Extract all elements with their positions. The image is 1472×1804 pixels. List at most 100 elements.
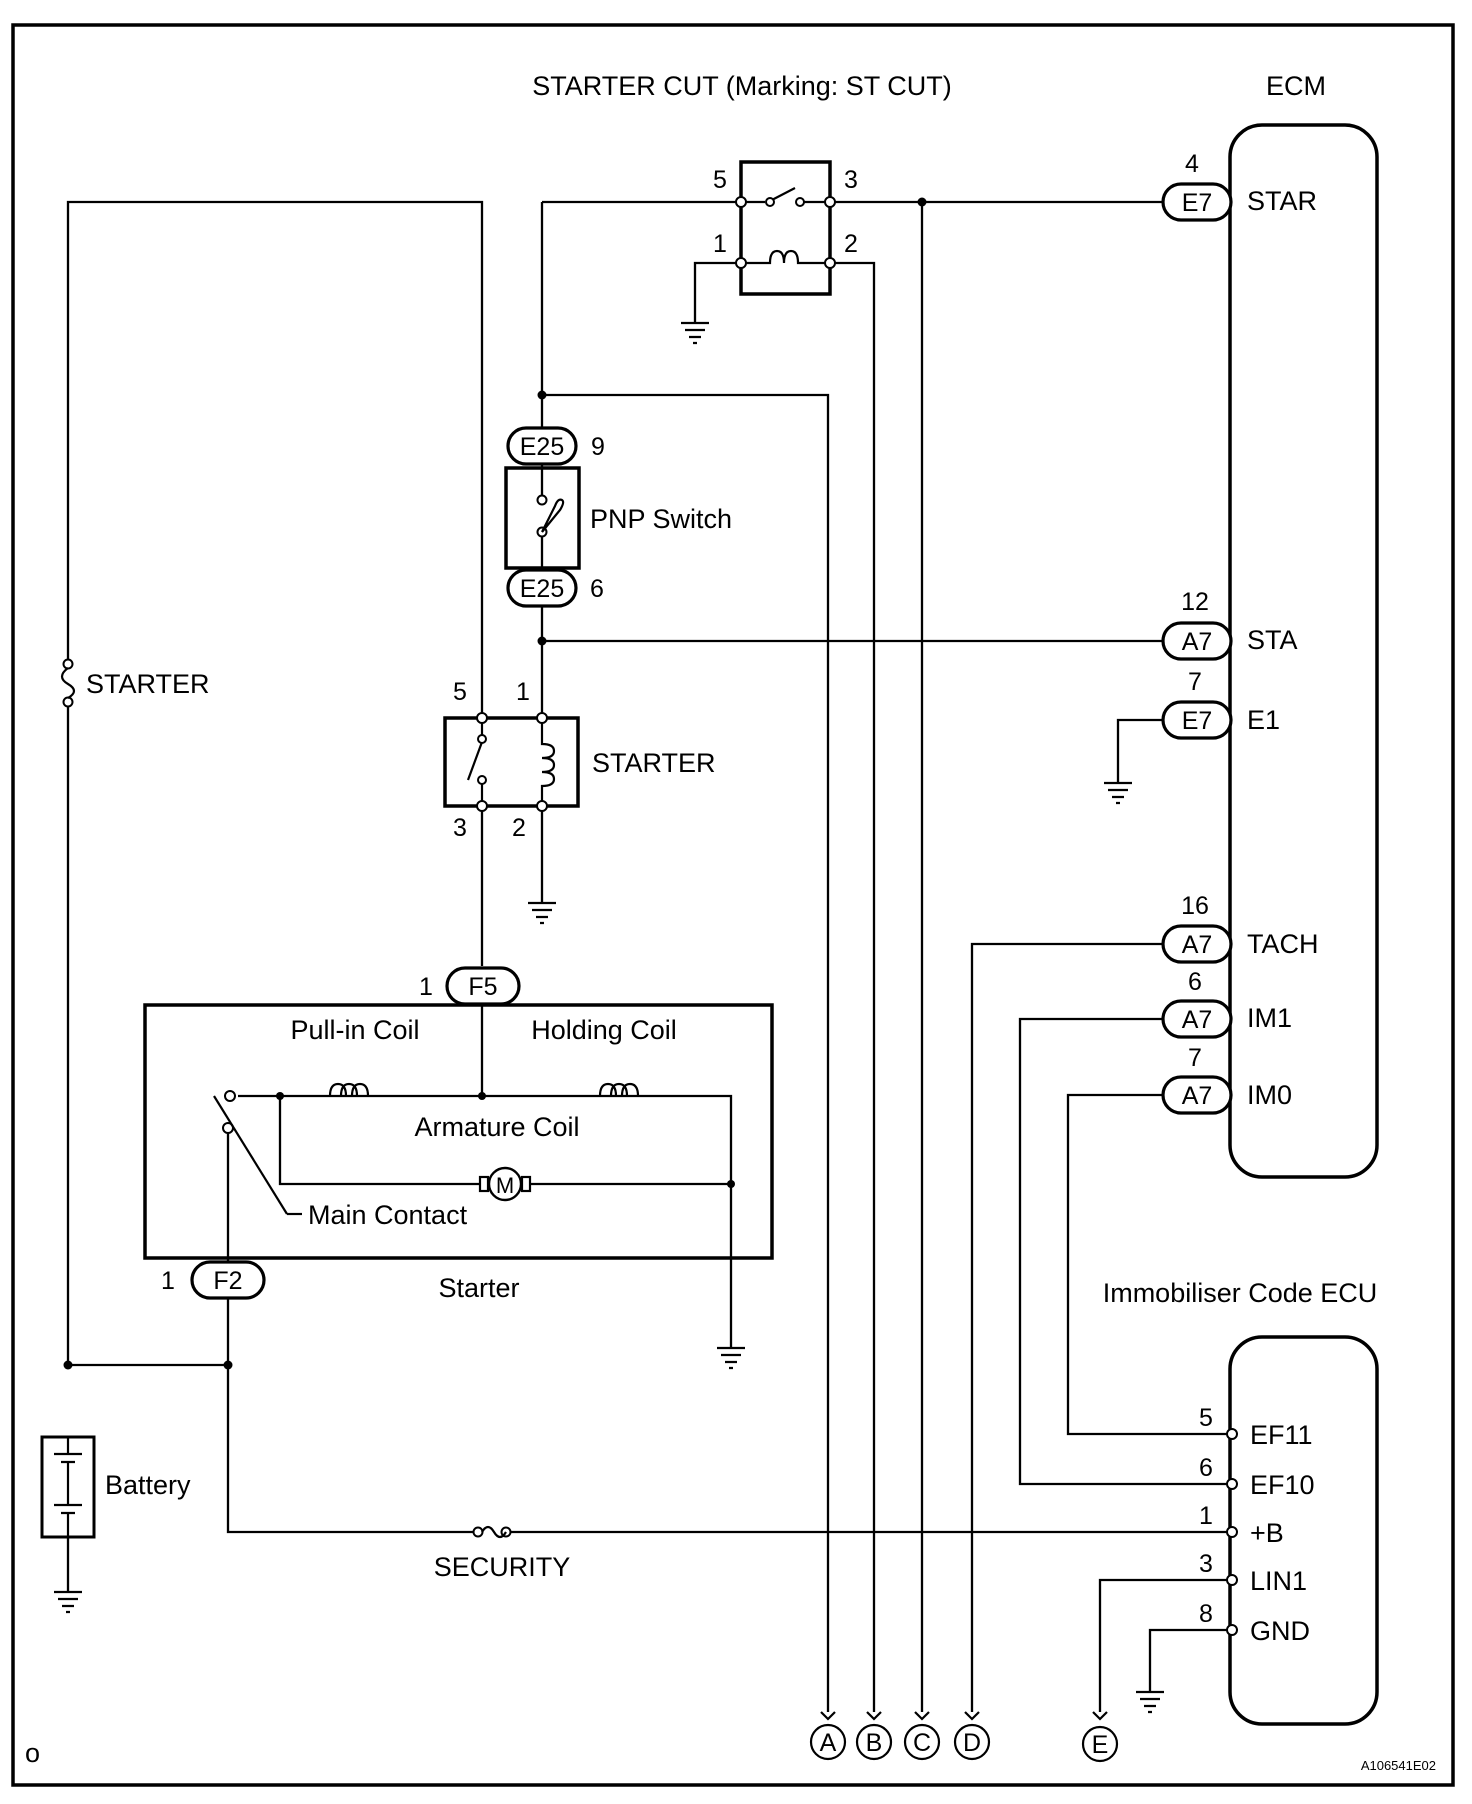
starter-fuse-terminal (62, 658, 74, 670)
offpage-e-label: E (1092, 1731, 1109, 1759)
ecm-pin-sta-num: 12 (1181, 588, 1209, 616)
connector-e25-top-pin: 9 (591, 433, 605, 461)
ecm-pin-sta-conn: A7 (1182, 628, 1213, 656)
offpage-connector-e: E (1081, 1711, 1119, 1763)
ecm-pin-star-conn: E7 (1182, 189, 1213, 217)
st-cut-contact-terminal (765, 197, 775, 207)
ecm-box (1228, 123, 1379, 1179)
motor-icon (487, 1166, 523, 1202)
starter-relay-terminal-5 (476, 712, 488, 724)
ecm-pin-im1-name: IM1 (1247, 1003, 1292, 1033)
st-cut-relay-terminal-5 (735, 196, 747, 208)
offpage-connector-b: B (855, 1711, 893, 1761)
immo-pin-ef11-num: 5 (1199, 1404, 1213, 1432)
offpage-connector-d: D (953, 1711, 991, 1761)
connector-f2-pin: 1 (161, 1267, 175, 1295)
connector-e25-bottom-label: E25 (520, 575, 564, 603)
st-cut-relay-terminal-3 (824, 196, 836, 208)
security-fuse-label: SECURITY (434, 1552, 571, 1582)
corner-mark: o (25, 1738, 40, 1768)
junction-dot (727, 1180, 735, 1188)
st-cut-relay-box (739, 160, 832, 296)
pnp-switch-label: PNP Switch (590, 504, 732, 534)
offpage-c-label: C (913, 1729, 931, 1757)
starter-motor-box (143, 1003, 774, 1260)
ecm-pin-im1-conn: A7 (1182, 1006, 1213, 1034)
junction-dot (63, 1360, 73, 1370)
immo-pin-gnd-num: 8 (1199, 1600, 1213, 1628)
st-cut-relay-terminal-2 (824, 257, 836, 269)
immo-pin-ef10-num: 6 (1199, 1454, 1213, 1482)
starter-relay-pin-3: 3 (453, 814, 467, 842)
connector-e25-top-label: E25 (520, 433, 564, 461)
immo-pin-lin1: 3 LIN1 (1199, 1550, 1307, 1596)
ecm-pin-tach-name: TACH (1247, 929, 1319, 959)
st-cut-relay-title: STARTER CUT (Marking: ST CUT) (532, 71, 952, 101)
ecm-pin-e1-name: E1 (1247, 705, 1280, 735)
ecm-pin-e1-conn: E7 (1182, 707, 1213, 735)
connector-f2-label: F2 (213, 1267, 242, 1295)
junction-dot (917, 197, 927, 207)
starter-fuse-terminal (62, 696, 74, 708)
immo-pin-gnd-name: GND (1250, 1616, 1310, 1646)
ecm-label: ECM (1266, 71, 1326, 101)
ecm-pin-im0: A7 7 IM0 (1161, 1044, 1292, 1115)
wire-lin1 (1098, 1578, 1228, 1712)
immo-pin-b-name: +B (1250, 1518, 1284, 1548)
pnp-switch-terminal (536, 494, 548, 506)
st-cut-pin-5: 5 (713, 166, 727, 194)
immo-pin-lin1-num: 3 (1199, 1550, 1213, 1578)
starter-motor-label: Starter (438, 1273, 519, 1303)
wire-st-cut-pin2 (830, 261, 876, 1712)
offpage-connector-c: C (903, 1711, 941, 1761)
st-cut-pin-3: 3 (844, 166, 858, 194)
battery-icon (54, 1437, 82, 1537)
main-contact-blade (213, 1095, 288, 1215)
connector-f2 (190, 1260, 266, 1300)
ground-icon (528, 901, 556, 925)
immo-pin-ef11-name: EF11 (1250, 1420, 1313, 1450)
ecm-pin-sta-name: STA (1247, 625, 1298, 655)
wire-im0 (1066, 1093, 1228, 1436)
starter-relay-pin-1: 1 (516, 678, 530, 706)
ground-icon (54, 1590, 82, 1614)
ecm-pin-im1: A7 6 IM1 (1161, 968, 1292, 1039)
ecm-pin-im0-conn: A7 (1182, 1082, 1213, 1110)
starter-relay-contact-terminal (477, 734, 487, 744)
starter-relay-label: STARTER (592, 748, 716, 778)
starter-relay-box (443, 716, 580, 808)
wire-im1 (1018, 1017, 1228, 1486)
junction-dot (537, 390, 547, 400)
st-cut-relay-terminal-1 (735, 257, 747, 269)
st-cut-pin-2: 2 (844, 230, 858, 258)
security-fuse-icon (481, 1525, 507, 1539)
st-cut-pin-1: 1 (713, 230, 727, 258)
diagram-border (11, 23, 1455, 1787)
ecm-pin-im0-num: 7 (1188, 1044, 1202, 1072)
st-cut-relay-coil-icon (746, 249, 825, 265)
offpage-a-label: A (820, 1729, 837, 1757)
offpage-d-label: D (963, 1729, 981, 1757)
holding-coil-symbol (598, 1082, 645, 1098)
ground-icon (681, 321, 709, 345)
wire-tach (970, 942, 1163, 1712)
junction-dot (537, 636, 547, 646)
offpage-connector-a: A (809, 1711, 847, 1761)
wire-security (226, 1309, 1228, 1534)
starter-relay-terminal-3 (476, 800, 488, 812)
immo-pin-gnd: 8 GND (1199, 1600, 1310, 1646)
connector-f5-pin: 1 (419, 973, 433, 1001)
wire-gnd (1148, 1628, 1228, 1692)
holding-coil-label: Holding Coil (531, 1015, 677, 1045)
ecm-pin-e1-num: 7 (1188, 668, 1202, 696)
wire-starter-internal (226, 1005, 733, 1348)
immo-pin-ef10-name: EF10 (1250, 1470, 1315, 1500)
junction-dot (478, 1092, 486, 1100)
ground-icon (717, 1346, 745, 1370)
battery-label: Battery (105, 1470, 191, 1500)
ecm-pin-star: E7 4 STAR (1161, 150, 1317, 222)
ecm-pin-tach: A7 16 TACH (1161, 892, 1319, 964)
immo-pin-ef10: 6 EF10 (1199, 1454, 1315, 1500)
wire-e1-ground (1116, 718, 1163, 783)
